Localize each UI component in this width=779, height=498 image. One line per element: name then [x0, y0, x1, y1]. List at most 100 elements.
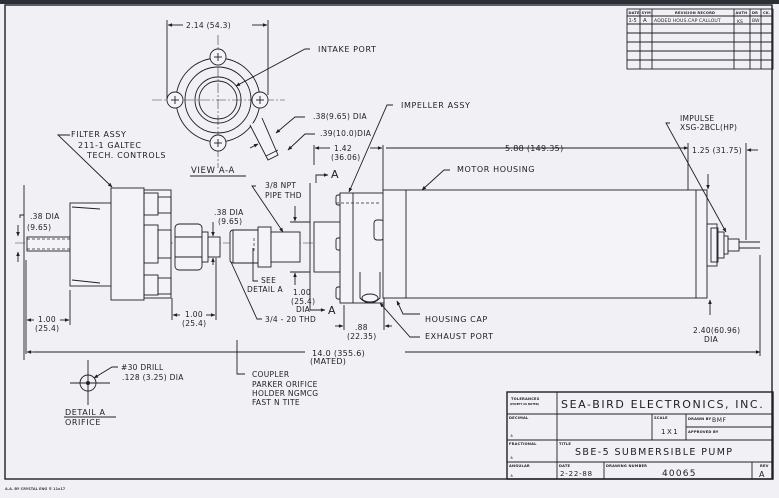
- inlet-dia-dim-line2: (9.65): [27, 223, 51, 232]
- rev-label: REV: [760, 464, 769, 468]
- scale-value: 1X1: [661, 428, 679, 436]
- detail-drill-line1: #30 DRILL: [121, 363, 164, 372]
- rev-dr: BW: [752, 18, 760, 24]
- see-detail-line2: DETAIL A: [247, 285, 284, 294]
- impulse-connector: [706, 223, 760, 267]
- view-aa-width-dim: 2.14 (54.3): [186, 21, 231, 30]
- rev-row: 1-5 A ADDED HOUS.CAP CALLOUT KS BW: [629, 18, 760, 25]
- impulse-label-line1: IMPULSE: [680, 114, 714, 123]
- view-aa-label: VIEW A-A: [191, 166, 235, 176]
- npt-label-line2: PIPE THD: [265, 191, 302, 200]
- mounting-screw: [209, 134, 227, 152]
- coupler-label-line1: COUPLER: [252, 370, 289, 379]
- rev-header-date: DATE: [629, 11, 641, 15]
- coupler-label-line2: PARKER ORIFICE: [252, 380, 318, 389]
- detail-a-label: DETAIL A: [65, 408, 106, 417]
- rev-header-record: REVISION RECORD: [675, 11, 715, 15]
- rev-header-auth: AUTH: [736, 11, 748, 15]
- coupler-dia-dim-line2: (9.65): [218, 217, 242, 226]
- connector-length-dim: 1.25 (31.75): [692, 146, 742, 155]
- rev-value: A: [759, 470, 765, 479]
- rev-record: ADDED HOUS.CAP CALLOUT: [654, 18, 721, 24]
- view-aa: 2.14 (54.3) INTAKE PORT .38(9.65) DIA .3…: [152, 20, 377, 177]
- inlet-length-dim-line2: (25.4): [35, 324, 59, 333]
- coupler-nut: [174, 223, 221, 271]
- orifice-holder-fitting: [229, 226, 301, 268]
- body-dia-dim-line1: 2.40(60.96): [693, 326, 740, 335]
- title-block: TOLERANCES (EXCEPT AS NOTED) DECIMAL ± F…: [506, 391, 774, 480]
- rev-date: 1-5: [629, 18, 637, 24]
- drawing-border: [4, 4, 773, 480]
- mounting-screw: [251, 91, 269, 109]
- angular-label: ANGULAR: [509, 464, 530, 468]
- see-detail-line1: SEE: [261, 276, 276, 285]
- mounting-screw: [166, 91, 184, 109]
- footer-note: A.A. BY CRYSTAL ENG ® 11x17: [5, 487, 66, 491]
- view-aa-dia2: .39(10.0)DIA: [320, 129, 372, 138]
- overall-length-dim-line1: 14.0 (355.6): [312, 349, 365, 358]
- filter-gap-dim-line2: (25.4): [182, 319, 206, 328]
- revision-record-table: DATE SYM REVISION RECORD AUTH DR CK. 1-5…: [626, 8, 774, 70]
- cap-length-dim-line1: .88: [355, 323, 368, 332]
- decimal-label: DECIMAL: [509, 416, 529, 420]
- angular-pm: ±: [510, 473, 513, 478]
- drawing-number-label: DRAWING NUMBER: [606, 464, 647, 468]
- coupler-label-line3: HOLDER NGMCG: [252, 389, 318, 398]
- exhaust-spout: [249, 117, 279, 161]
- company-name: SEA-BIRD ELECTRONICS, INC.: [561, 398, 764, 411]
- tolerances-note: (EXCEPT AS NOTED): [510, 402, 539, 406]
- filter-gap-dim-line1: 1.00: [185, 310, 203, 319]
- mounting-screw: [209, 48, 227, 66]
- motor-housing-label: MOTOR HOUSING: [457, 165, 535, 174]
- overall-length-dim-line2: (MATED): [310, 357, 346, 366]
- fractional-pm: ±: [510, 455, 513, 460]
- rev-auth: KS: [737, 19, 743, 25]
- port-dia-dim-line1: 1.00: [293, 288, 311, 297]
- impeller-assembly: [313, 192, 385, 304]
- coupler-dia-dim-line1: .38 DIA: [214, 208, 244, 217]
- intake-port-label: INTAKE PORT: [318, 45, 377, 54]
- rev-sym: A: [643, 18, 647, 24]
- motor-housing: [382, 189, 708, 299]
- port-dia-dim-line3: DIA: [296, 305, 311, 314]
- drawn-by-label: DRAWN BY: [688, 417, 712, 421]
- rev-header-ck: CK.: [763, 11, 770, 15]
- date-label: DATE: [559, 464, 571, 468]
- body-dia-dim-line2: DIA: [704, 335, 719, 344]
- inlet-dia-dim-line1: .38 DIA: [30, 212, 60, 221]
- impeller-length-dim-line2: (36.06): [331, 153, 360, 162]
- rev-header-sym: SYM: [642, 11, 652, 15]
- filter-label-line3: TECH. CONTROLS: [86, 151, 166, 160]
- npt-label-line1: 3/8 NPT: [265, 181, 296, 190]
- title-label: TITLE: [559, 442, 571, 446]
- section-mark-bottom: A: [328, 304, 336, 317]
- thread-label: 3/4 - 20 THD: [265, 315, 316, 324]
- rev-header-dr: DR: [752, 11, 758, 15]
- section-mark-top: A: [331, 168, 339, 181]
- tolerances-label: TOLERANCES: [511, 397, 540, 401]
- top-edge: [0, 0, 779, 4]
- impeller-label: IMPELLER ASSY: [401, 101, 471, 110]
- filter-label-line2: 211-1 GALTEC: [78, 141, 142, 150]
- approved-by-label: APPROVED BY: [688, 430, 719, 434]
- scale-label: SCALE: [654, 416, 668, 420]
- motor-length-dim: 5.88 (149.35): [505, 144, 564, 153]
- detail-a-orifice: #30 DRILL .128 (3.25) DIA DETAIL A ORIFI…: [64, 360, 184, 427]
- date-value: 2-22-88: [560, 470, 593, 478]
- impulse-label-line2: XSG-2BCL(HP): [680, 123, 737, 132]
- decimal-pm: ±: [510, 433, 513, 438]
- inlet-length-dim-line1: 1.00: [38, 315, 56, 324]
- port-dia-dim-line2: (25.4): [291, 297, 315, 306]
- exhaust-port-label: EXHAUST PORT: [425, 332, 494, 341]
- coupler-label-line4: FAST N TITE: [252, 398, 300, 407]
- housing-cap-label: HOUSING CAP: [425, 315, 488, 324]
- drawing-title: SBE-5 SUBMERSIBLE PUMP: [575, 447, 733, 458]
- fractional-label: FRACTIONAL: [509, 442, 537, 446]
- cap-length-dim-line2: (22.35): [347, 332, 376, 341]
- view-aa-dia1: .38(9.65) DIA: [313, 112, 367, 121]
- drawing-number-value: 40065: [662, 469, 697, 479]
- detail-drill-line2: .128 (3.25) DIA: [122, 373, 184, 382]
- impeller-length-dim-line1: 1.42: [334, 144, 352, 153]
- drawn-by-value: BMF: [712, 417, 727, 424]
